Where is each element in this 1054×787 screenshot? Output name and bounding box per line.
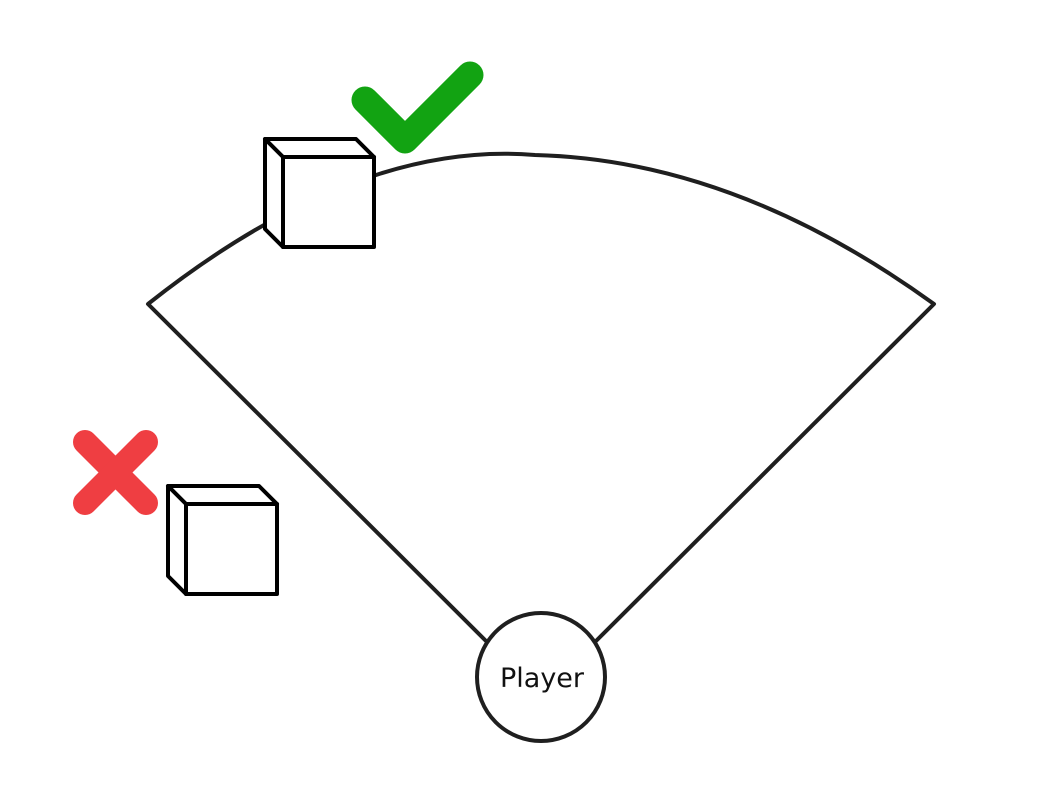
hidden-object-box bbox=[166, 484, 279, 596]
box-side-face bbox=[263, 137, 285, 249]
player-label: Player bbox=[500, 663, 585, 694]
player-circle bbox=[475, 611, 607, 743]
box-side-face bbox=[166, 484, 188, 596]
box-front-face bbox=[184, 502, 279, 596]
visible-object-box bbox=[263, 137, 376, 249]
player-node: Player bbox=[475, 611, 607, 743]
box-front-face bbox=[281, 155, 376, 249]
check-mark-icon bbox=[351, 61, 484, 154]
cross-mark-icon bbox=[73, 430, 158, 515]
